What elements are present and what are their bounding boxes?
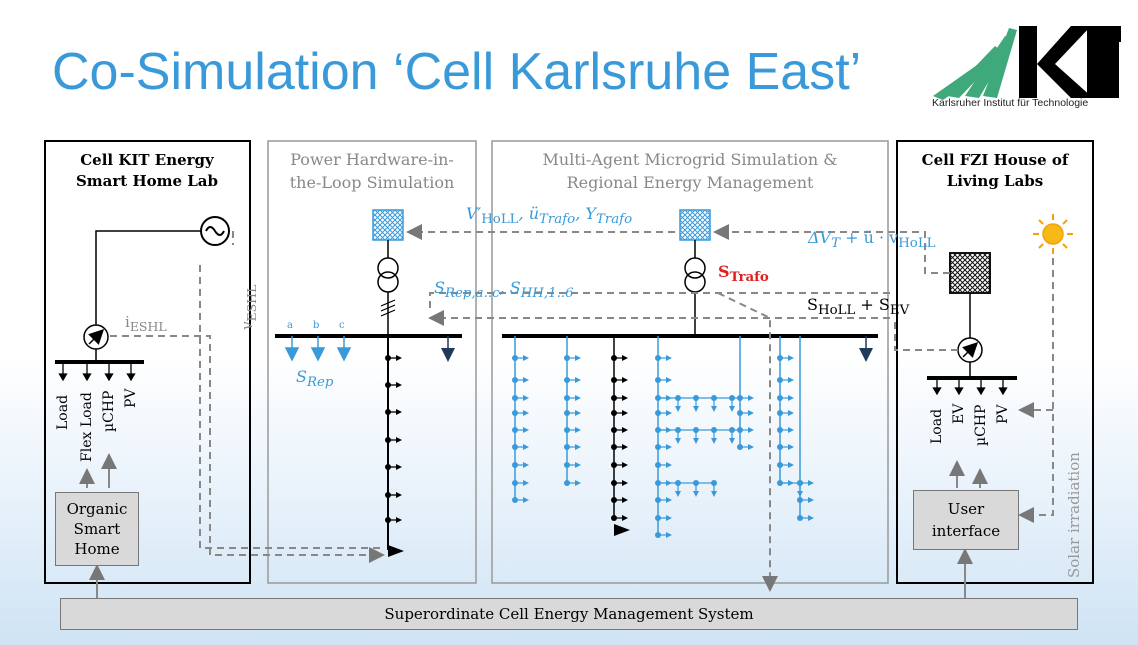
kit-flex-load-label: Flex Load: [79, 392, 95, 462]
label-solar-irradiation: Solar irradiation: [1065, 452, 1083, 578]
panel-mas: [491, 140, 889, 584]
kit-load-label: Load: [55, 394, 71, 430]
kit-uchp-label: µCHP: [101, 390, 117, 432]
sun-icon: [1033, 214, 1073, 254]
label-phase-a: a: [287, 320, 293, 331]
label-s-rep-bottom: SRep: [296, 367, 334, 391]
page-title: Co-Simulation ‘Cell Karlsruhe East’: [52, 43, 862, 101]
phil-converter: [372, 209, 404, 241]
label-delta-v: ΔVT + ü · vHoLL: [808, 228, 936, 252]
label-phase-c: c: [339, 320, 345, 331]
panel-fzi: [896, 140, 1094, 584]
logo-subtitle: Karlsruher Institut für Technologie: [932, 97, 1089, 109]
label-v-holl: V′HoLL, üTrafo, YTrafo: [466, 204, 633, 228]
fzi-load-label: Load: [929, 408, 945, 444]
panel-kit: [44, 140, 251, 584]
label-s-trafo: STrafo: [718, 262, 769, 286]
superordinate-system-box: Superordinate Cell Energy Management Sys…: [60, 598, 1078, 630]
panel-mas-title: Multi-Agent Microgrid Simulation &Region…: [542, 150, 838, 192]
fzi-uchp-label: µCHP: [973, 404, 989, 446]
label-v-eshl: vESHL: [238, 284, 259, 330]
label-i-eshl: iESHL: [125, 313, 167, 334]
label-s-rep: SRep,a..c, SHH,1..6: [434, 278, 574, 302]
fzi-pv-label: PV: [995, 404, 1011, 424]
label-s-holl: SHoLL + SEV: [807, 295, 910, 319]
panel-phil-title: Power Hardware-in-the-Loop Simulation: [289, 150, 455, 192]
label-phase-b: b: [313, 320, 320, 331]
fzi-ev-label: EV: [951, 403, 967, 424]
mas-converter: [679, 209, 711, 241]
panel-phil: [267, 140, 477, 584]
kit-logo: [933, 26, 1121, 100]
kit-pv-label: PV: [123, 388, 139, 408]
fzi-converter: [949, 252, 991, 294]
